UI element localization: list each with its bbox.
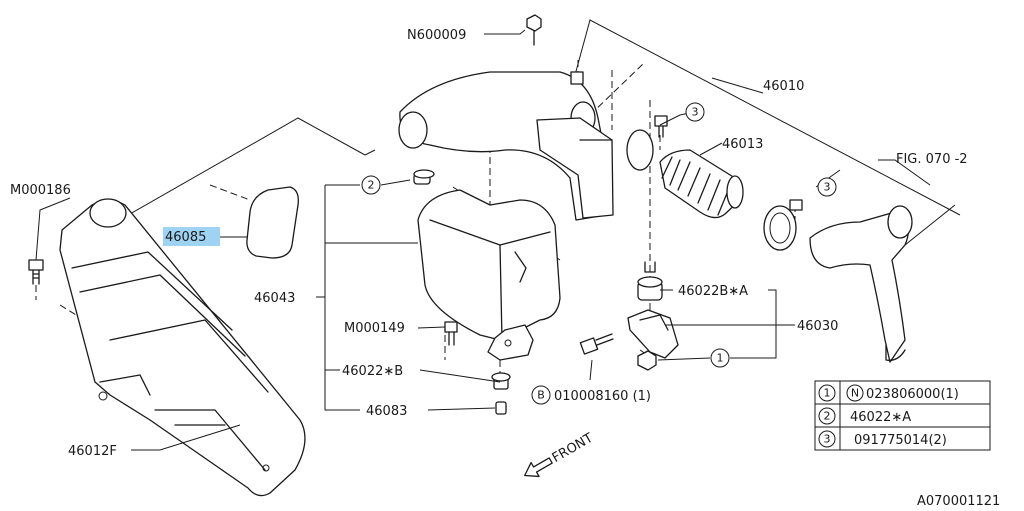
- drawing-number: A070001121: [917, 494, 1000, 509]
- resonator-46043: [417, 189, 561, 361]
- svg-text:1: 1: [824, 387, 831, 400]
- svg-text:2: 2: [824, 410, 831, 423]
- duct-46010: [398, 71, 614, 221]
- hose-46013: [626, 129, 744, 219]
- label-46012f: 46012F: [68, 444, 117, 459]
- label-46022ba: 46022B∗A: [678, 284, 748, 299]
- circle-ref-1: 1: [710, 348, 730, 368]
- label-fig-ref: FIG. 070 -2: [896, 152, 968, 167]
- duct-46012f: [59, 198, 306, 497]
- front-arrow: FRONT: [524, 431, 596, 478]
- label-010008160: 010008160 (1): [554, 389, 651, 404]
- legend-row-1: 1 N 023806000(1): [818, 384, 959, 402]
- mount-46022b-icon: [491, 372, 511, 390]
- svg-text:3: 3: [824, 433, 831, 446]
- label-m000149: M000149: [344, 321, 405, 336]
- circle-ref-3-right: 3: [817, 177, 837, 197]
- svg-text:46022∗A: 46022∗A: [850, 410, 911, 425]
- nut-n600009-icon: [526, 14, 542, 46]
- label-46010: 46010: [763, 79, 804, 94]
- legend-table: [814, 380, 991, 451]
- bolt-m000186-icon: [28, 259, 44, 285]
- svg-text:B: B: [537, 389, 545, 402]
- legend-row-3: 3 091775014(2): [818, 430, 947, 448]
- frame-lines: [87, 19, 961, 246]
- label-n600009: N600009: [407, 28, 466, 43]
- label-46083: 46083: [366, 404, 407, 419]
- label-46043: 46043: [254, 291, 295, 306]
- bolt-m000149-icon: [444, 321, 458, 346]
- label-46013: 46013: [722, 137, 763, 152]
- svg-text:2: 2: [368, 179, 375, 192]
- collar-46083-icon: [495, 401, 507, 415]
- svg-text:091775014(2): 091775014(2): [854, 433, 947, 448]
- circle-ref-2: 2: [361, 175, 381, 195]
- outlet-duct: [809, 205, 913, 363]
- mount-46022ba-icon: [637, 261, 663, 301]
- circle-ref-3-top: 3: [685, 102, 705, 122]
- svg-text:3: 3: [692, 106, 699, 119]
- grommet-46022a-icon: [413, 169, 435, 185]
- label-46022b: 46022∗B: [342, 364, 403, 379]
- clamp-icon: [763, 199, 803, 251]
- svg-text:023806000(1): 023806000(1): [866, 387, 959, 402]
- bracket-46030: [627, 309, 679, 371]
- bolt-010008160-icon: [579, 333, 614, 355]
- label-46030: 46030: [797, 319, 838, 334]
- label-46085: 46085: [165, 230, 206, 245]
- pad-46085: [246, 186, 299, 259]
- legend-row-2: 2 46022∗A: [818, 407, 911, 425]
- svg-text:1: 1: [717, 352, 724, 365]
- svg-text:3: 3: [824, 181, 831, 194]
- label-m000186: M000186: [10, 183, 71, 198]
- label-46085-highlight: [163, 227, 220, 246]
- svg-text:N: N: [851, 387, 859, 400]
- circle-ref-b: B: [531, 385, 551, 405]
- svg-text:FRONT: FRONT: [550, 431, 596, 466]
- bolt-top-icon: [654, 115, 668, 138]
